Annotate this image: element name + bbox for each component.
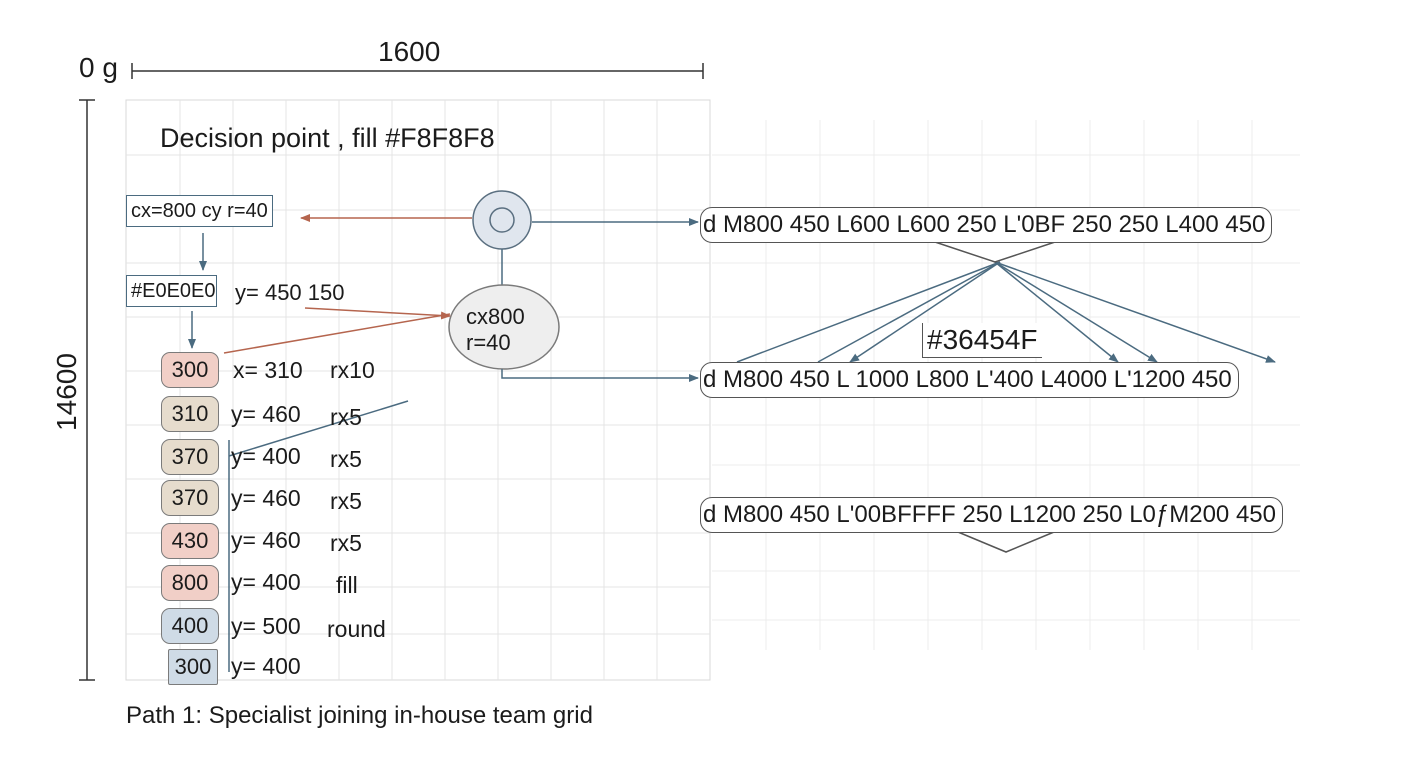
height-dimension-label: 14600: [51, 353, 82, 431]
fill-note-box: #E0E0E0: [126, 275, 217, 307]
row-col1: y= 400: [231, 653, 301, 679]
circle-note-box: cx=800 cy r=40: [126, 195, 273, 227]
ellipse-label: cx800 r=40: [466, 304, 525, 356]
row-pill: 370: [161, 439, 219, 475]
row-col1: y= 460: [231, 401, 301, 427]
fill-note-rest: y= 450 150: [235, 280, 345, 305]
row-col1: y= 460: [231, 485, 301, 511]
row-pill: 370: [161, 480, 219, 516]
fan-arrows: [736, 261, 1276, 363]
row-pill: 400: [161, 608, 219, 644]
origin-label: 0 g: [79, 52, 118, 83]
row-col2: round: [327, 616, 386, 642]
row-col2: rx5: [330, 404, 362, 430]
side-dimension-line: [79, 99, 95, 681]
path3-callout: d M800 450 L'00BFFFF 250 L1200 250 L0ƒM2…: [700, 497, 1283, 533]
row-col2: rx5: [330, 530, 362, 556]
arrow-fill-note-to-ellipse: [304, 307, 451, 320]
row-pill: 430: [161, 523, 219, 559]
ellipse-node: [448, 284, 560, 370]
ellipse-line1: cx800: [466, 304, 525, 329]
decision-node-circle: [472, 190, 532, 250]
path2-callout: d M800 450 L 1000 L800 L'400 L4000 L'120…: [700, 362, 1239, 398]
row-slash: [228, 400, 409, 457]
path3-tail: [957, 531, 1055, 553]
row-col1: y= 460: [231, 527, 301, 553]
row-col2: rx5: [330, 446, 362, 472]
width-dimension-label: 1600: [378, 36, 441, 67]
row-col1: y= 400: [231, 443, 301, 469]
top-dimension-line: [131, 63, 704, 79]
path1-callout: d M800 450 L600 L600 250 L'0BF 250 250 L…: [700, 207, 1273, 243]
row-col1: y= 400: [231, 569, 301, 595]
row-col2: fill: [336, 572, 358, 598]
row-pill: 310: [161, 396, 219, 432]
arrow-pill-to-ellipse: [223, 313, 451, 354]
fill-note-color: #E0E0E0: [131, 280, 216, 302]
diagram-title: Decision point , fill #F8F8F8: [160, 123, 495, 153]
row-col2: rx5: [330, 488, 362, 514]
arrow-to-path2: [501, 369, 699, 382]
diagram-caption: Path 1: Specialist joining in-house team…: [126, 702, 593, 729]
row-col1: x= 310: [233, 357, 303, 383]
row-pill: 300: [161, 352, 219, 388]
row-pill: 300: [168, 649, 218, 685]
hex-color-label: #36454F: [922, 323, 1042, 358]
row-col1: y= 500: [231, 613, 301, 639]
row-pill: 800: [161, 565, 219, 601]
path1-tail: [934, 241, 1056, 263]
row-col2: rx10: [330, 357, 375, 383]
ellipse-line2: r=40: [466, 330, 511, 355]
